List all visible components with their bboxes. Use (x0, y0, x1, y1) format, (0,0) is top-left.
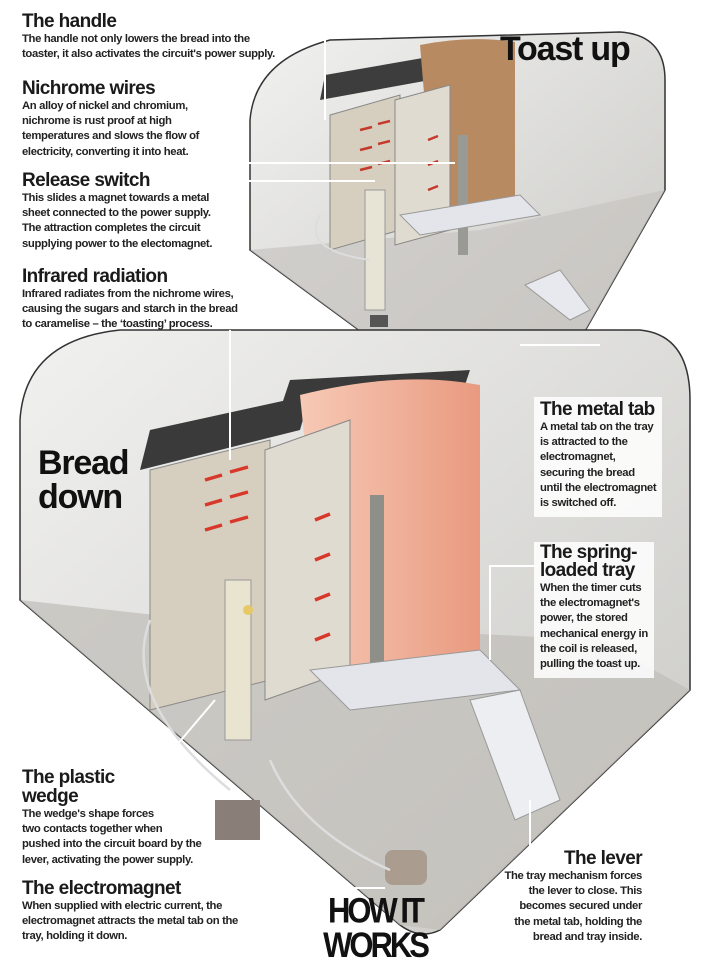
callout-text: Infrared radiates from the nichrome wire… (22, 288, 234, 300)
toast-up-heading: Toast up (500, 30, 631, 68)
callout-title: The lever (563, 848, 643, 869)
callout-text: the metal tab, holding the (514, 915, 642, 928)
callout-text: When supplied with electric current, the (22, 900, 223, 912)
callout-text: securing the bread (540, 466, 635, 479)
callout-text: electromagnet, (540, 451, 616, 464)
callout-title: The spring- (540, 542, 637, 563)
callout-metal-tab: The metal tab A metal tab on the tray is… (534, 397, 663, 518)
callout-text: toaster, it also activates the circuit's… (22, 48, 275, 61)
leader-lines (119, 21, 600, 889)
callout-text: mechanical energy in (540, 627, 648, 640)
callout-text: power, the stored (540, 612, 628, 625)
callout-text: until the electromagnet (540, 481, 657, 494)
callout-text: the electromagnet's (540, 597, 640, 610)
callout-text: The wedge's shape forces (22, 808, 154, 820)
bread-down-heading-line1: Bread (38, 444, 130, 482)
callout-title: Infrared radiation (22, 266, 168, 287)
callout-title: The handle (22, 11, 117, 32)
callout-text: The attraction completes the circuit (22, 222, 201, 235)
callout-infrared-radiation: Infrared radiation Infrared radiates fro… (22, 266, 238, 333)
callout-text: nichrome is rust proof at high (22, 115, 172, 128)
callout-lever: The lever The tray mechanism forces the … (504, 848, 642, 945)
callout-text: sheet connected to the power supply. (22, 207, 211, 220)
callout-handle: The handle The handle not only lowers th… (22, 11, 275, 62)
callout-text: to caramelise – the ‘toasting’ process. (22, 318, 213, 331)
toaster-top (249, 31, 666, 376)
callout-release-switch: Release switch This slides a magnet towa… (22, 170, 212, 252)
callout-plastic-wedge: The plastic wedge The wedge's shape forc… (22, 767, 202, 868)
how-it-works-logo: HOW IT WORKS (305, 890, 445, 964)
callout-text: two contacts together when (22, 823, 163, 836)
plastic-wedge (215, 800, 260, 840)
callout-text: temperatures and slows the flow of (22, 130, 200, 143)
callout-text: A metal tab on the tray (540, 421, 654, 433)
callout-text: supplying power to the electomagnet. (22, 237, 213, 250)
electromagnet (385, 850, 427, 885)
callout-spring-loaded-tray: The spring- loaded tray When the timer c… (534, 542, 654, 679)
callout-title: The plastic (22, 767, 115, 788)
callout-text: electricity, converting it into heat. (22, 145, 189, 158)
spring-coil (370, 495, 384, 675)
callout-title: loaded tray (540, 560, 635, 581)
callout-text: lever, activating the power supply. (22, 853, 193, 866)
toaster-bottom (19, 329, 691, 935)
callout-text: The handle not only lowers the bread int… (22, 33, 250, 45)
callout-text: The tray mechanism forces (504, 870, 642, 882)
callout-text: the coil is released, (540, 642, 637, 655)
callout-text: When the timer cuts (540, 582, 642, 594)
logo-line1: HOW IT (328, 890, 425, 931)
callout-text: pulling the toast up. (540, 658, 640, 671)
callout-title: wedge (22, 786, 79, 807)
callout-text: bread and tray inside. (532, 930, 642, 943)
callout-text: This slides a magnet towards a metal (22, 192, 210, 204)
callout-title: The electromagnet (22, 878, 181, 899)
callout-text: is switched off. (540, 497, 616, 510)
callout-text: causing the sugars and starch in the bre… (22, 303, 238, 316)
nichrome-wires-bottom (204, 465, 331, 642)
nichrome-wires-top (359, 119, 439, 192)
callout-text: pushed into the circuit board by the (22, 838, 202, 851)
lever (469, 689, 561, 821)
callout-electromagnet: The electromagnet When supplied with ele… (22, 878, 238, 945)
bread-down-heading-line2: down (38, 478, 123, 516)
callout-title: Release switch (22, 170, 150, 191)
callout-text: becomes secured under (519, 900, 642, 913)
callout-text: tray, holding it down. (22, 930, 128, 943)
callout-title: The metal tab (540, 399, 655, 420)
callout-nichrome-wires: Nichrome wires An alloy of nickel and ch… (22, 78, 199, 160)
callout-title: Nichrome wires (22, 78, 156, 99)
callout-text: the lever to close. This (528, 885, 643, 898)
logo-line2: WORKS (323, 924, 430, 964)
callout-text: electromagnet attracts the metal tab on … (22, 915, 238, 928)
callout-text: An alloy of nickel and chromium, (22, 100, 188, 112)
callout-text: is attracted to the (540, 436, 628, 449)
